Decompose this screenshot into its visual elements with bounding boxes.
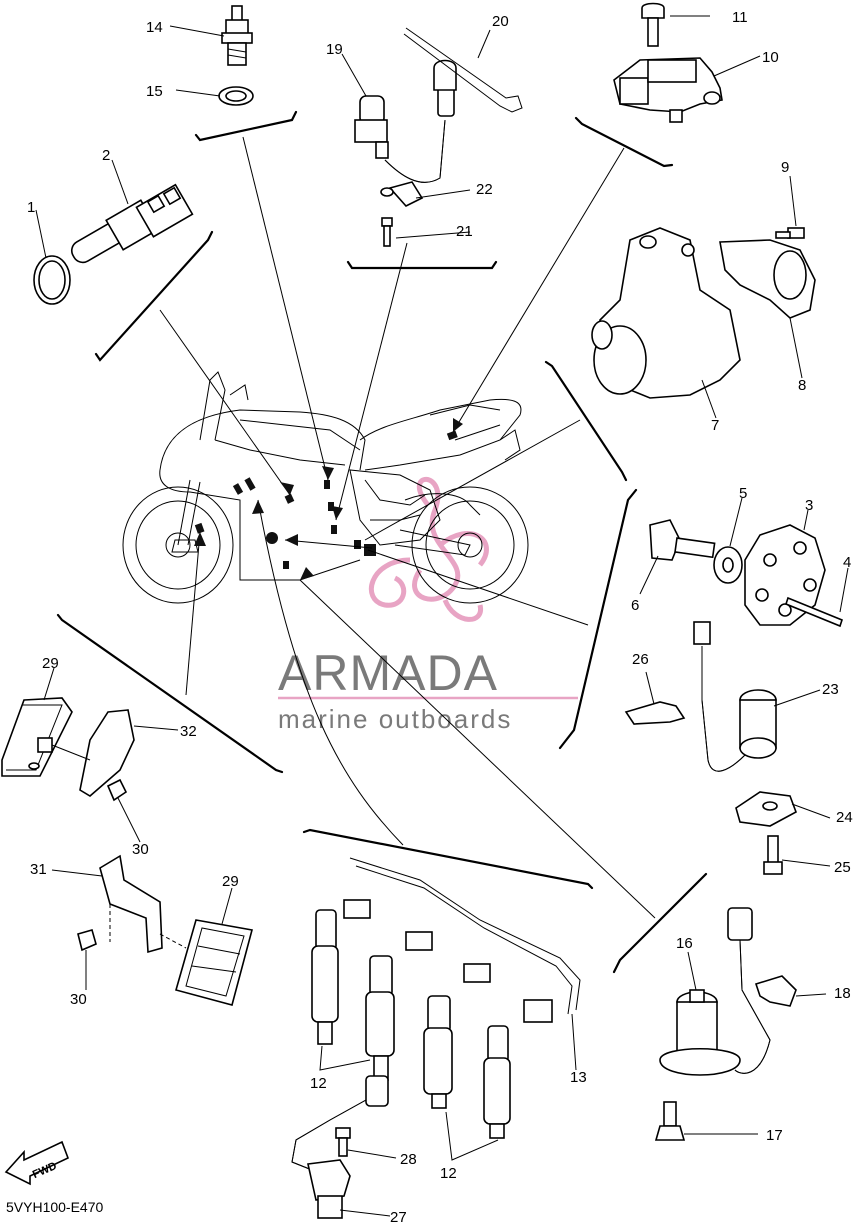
callout-32: 32 — [180, 723, 197, 740]
part-7-servo — [591, 227, 741, 399]
callout-17: 17 — [766, 1127, 783, 1144]
callout-22: 22 — [476, 181, 493, 198]
callout-10: 10 — [762, 49, 779, 66]
callout-27: 27 — [390, 1209, 407, 1225]
part-29-relay-b — [175, 919, 253, 1006]
callout-31: 31 — [30, 861, 47, 878]
callout-13: 13 — [570, 1069, 587, 1086]
callout-5: 5 — [739, 485, 747, 502]
callout-30-b: 30 — [70, 991, 87, 1008]
callout-1: 1 — [27, 199, 35, 216]
part-5-washer — [713, 546, 743, 584]
callout-4: 4 — [843, 554, 851, 571]
callout-20: 20 — [492, 13, 509, 30]
part-31-bracket — [99, 854, 187, 954]
callout-30-a: 30 — [132, 841, 149, 858]
location-markers — [194, 430, 458, 569]
callout-21: 21 — [456, 223, 473, 240]
callout-9: 9 — [781, 159, 789, 176]
callout-7: 7 — [711, 417, 719, 434]
part-11-screw — [641, 2, 665, 47]
part-16-sensor — [659, 907, 771, 1076]
part-32-bracket — [37, 709, 135, 797]
callout-14: 14 — [146, 19, 163, 36]
part-18-clamp — [754, 975, 797, 1007]
callout-8: 8 — [798, 377, 806, 394]
part-29-relay-a — [1, 697, 73, 777]
watermark-tagline: marine outboards — [278, 704, 512, 734]
callout-16: 16 — [676, 935, 693, 952]
watermark: ARMADA marine outboards — [278, 476, 578, 734]
arrow-heads — [194, 418, 463, 580]
part-14-switch — [221, 5, 253, 66]
part-30-nut-a — [106, 778, 128, 802]
part-1-gasket — [33, 255, 71, 305]
callout-12-b: 12 — [440, 1165, 457, 1182]
part-19-sensor — [354, 59, 457, 247]
part-4-pin — [785, 596, 843, 628]
callout-3: 3 — [805, 497, 813, 514]
callout-2: 2 — [102, 147, 110, 164]
part-17-bolt — [654, 1101, 686, 1141]
callout-25: 25 — [834, 859, 851, 876]
part-13-harness — [349, 857, 581, 1015]
part-26-clip — [624, 701, 686, 725]
part-10-sensor — [613, 57, 723, 123]
callout-leaders — [35, 15, 849, 1217]
part-30-nut-b — [77, 929, 97, 952]
callout-29-a: 29 — [42, 655, 59, 672]
callout-19: 19 — [326, 41, 343, 58]
callout-11: 11 — [732, 9, 748, 26]
part-8-cover — [719, 239, 816, 319]
callout-labels: 1 2 3 4 5 6 7 8 9 10 11 12 12 13 14 15 1… — [27, 9, 853, 1225]
part-27-sensor — [291, 1075, 389, 1219]
callout-18: 18 — [834, 985, 851, 1002]
callout-26: 26 — [632, 651, 649, 668]
callout-29-b: 29 — [222, 873, 239, 890]
part-23-sensor — [693, 621, 777, 772]
callout-6: 6 — [631, 597, 639, 614]
callout-12-a: 12 — [310, 1075, 327, 1092]
part-9-screw — [775, 227, 805, 239]
part-6-bolt — [649, 519, 716, 561]
fwd-arrow-icon: FWD — [4, 1140, 70, 1186]
callout-28: 28 — [400, 1151, 417, 1168]
part-28-bolt — [335, 1127, 351, 1157]
callout-23: 23 — [822, 681, 839, 698]
drawing-code: 5VYH100-E470 — [6, 1199, 104, 1215]
group-brackets — [56, 110, 708, 974]
leader-lines — [159, 136, 656, 919]
part-24-bracket — [735, 791, 797, 827]
motorcycle-outline — [122, 371, 529, 604]
part-25-bolt — [763, 835, 783, 875]
callout-15: 15 — [146, 83, 163, 100]
part-12-coils — [311, 899, 553, 1139]
part-15-washer — [218, 86, 254, 106]
part-20-strap — [403, 27, 523, 113]
watermark-brand: ARMADA — [278, 645, 498, 701]
part-2-sensor — [70, 183, 194, 264]
callout-24: 24 — [836, 809, 853, 826]
part-3-rotor — [744, 524, 826, 626]
